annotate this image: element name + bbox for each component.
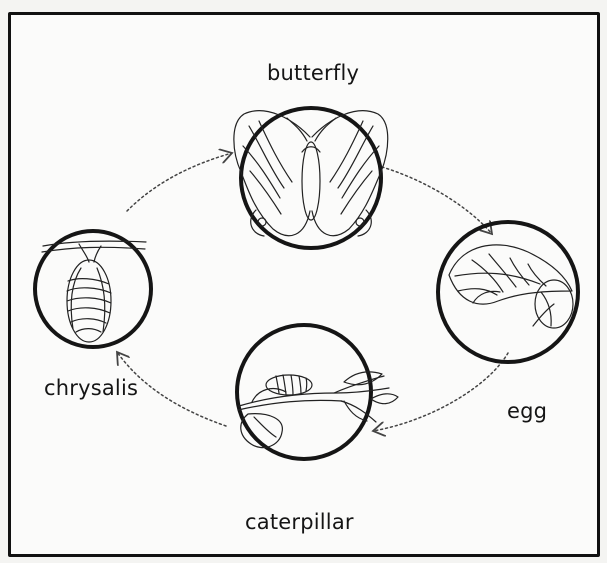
chrysalis-illustration: [35, 231, 151, 347]
arrow-egg-to-caterpillar: [373, 353, 508, 431]
arrow-chrysalis-to-butterfly: [127, 153, 232, 211]
egg-illustration: [438, 222, 578, 362]
butterfly-label: butterfly: [267, 61, 359, 85]
chrysalis-label: chrysalis: [44, 376, 138, 400]
caterpillar-illustration: [237, 325, 398, 459]
butterfly-illustration: [234, 108, 388, 248]
egg-label: egg: [507, 399, 547, 423]
caterpillar-label: caterpillar: [245, 510, 354, 534]
arrow-butterfly-to-egg: [382, 167, 492, 234]
